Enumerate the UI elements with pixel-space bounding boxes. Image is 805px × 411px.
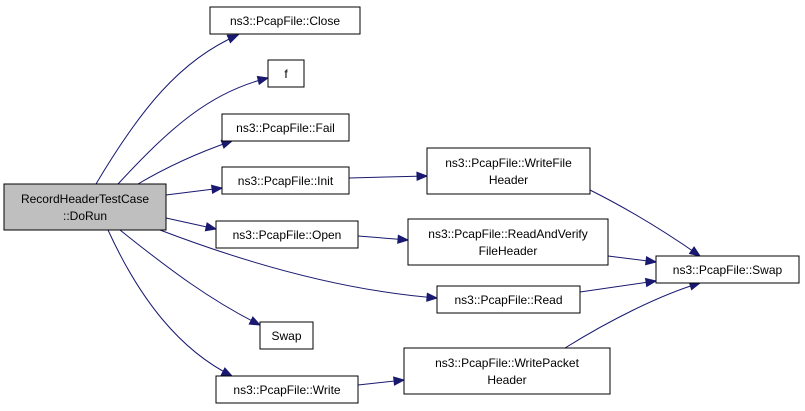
node-label: ns3::PcapFile::WriteFile xyxy=(445,156,572,170)
node-box xyxy=(426,147,591,195)
edge-read-to-swap xyxy=(579,277,658,293)
node-label: Header xyxy=(489,173,528,187)
edge-line xyxy=(348,175,428,179)
edge-root-to-open xyxy=(165,217,218,232)
node-box xyxy=(215,220,359,249)
arrow-head-icon xyxy=(426,292,439,302)
edge-writefileheader-to-swap xyxy=(589,189,702,257)
edges-layer xyxy=(95,34,702,386)
arrow-head-icon xyxy=(256,75,270,86)
edge-root-to-write xyxy=(107,229,234,377)
edge-root-to-close xyxy=(95,34,240,185)
arrow-head-icon xyxy=(226,34,240,44)
edge-line xyxy=(137,140,233,185)
node-label: FileHeader xyxy=(479,244,538,258)
edge-line xyxy=(579,280,657,293)
node-box xyxy=(209,6,361,35)
arrow-head-icon xyxy=(220,139,234,149)
arrow-head-icon xyxy=(220,367,234,377)
arrow-head-icon xyxy=(644,255,658,266)
node-read[interactable]: ns3::PcapFile::Read xyxy=(436,285,581,314)
edge-line xyxy=(95,34,239,185)
node-box xyxy=(221,166,350,195)
node-swap[interactable]: ns3::PcapFile::Swap xyxy=(655,255,800,284)
node-f[interactable]: f xyxy=(267,59,305,88)
edge-line xyxy=(159,229,438,299)
arrow-head-icon xyxy=(688,246,702,257)
edge-line xyxy=(107,229,233,377)
edge-init-to-writefileheader xyxy=(348,171,429,182)
node-fail[interactable]: ns3::PcapFile::Fail xyxy=(221,113,350,142)
node-label: ns3::PcapFile::Write xyxy=(233,383,340,397)
node-label: ns3::PcapFile::Read xyxy=(454,293,562,307)
node-label: f xyxy=(284,67,288,81)
node-label: Header xyxy=(487,373,526,387)
node-label: ns3::PcapFile::Init xyxy=(238,174,334,188)
node-box xyxy=(259,321,314,350)
edge-readandverify-to-swap xyxy=(607,255,658,266)
node-box xyxy=(221,113,350,142)
edge-root-to-read xyxy=(159,229,439,302)
edge-root-to-fail xyxy=(137,139,234,185)
node-box xyxy=(407,218,609,266)
node-box xyxy=(403,347,611,395)
node-label: Swap xyxy=(271,329,301,343)
node-box xyxy=(436,285,581,314)
node-box xyxy=(267,59,305,88)
arrow-head-icon xyxy=(204,222,218,232)
node-close[interactable]: ns3::PcapFile::Close xyxy=(209,6,361,35)
node-box xyxy=(3,183,167,231)
edge-line xyxy=(119,229,261,326)
node-box xyxy=(215,375,359,404)
edge-line xyxy=(564,282,701,349)
arrow-head-icon xyxy=(416,171,429,182)
arrow-head-icon xyxy=(644,277,658,288)
edge-root-to-init xyxy=(165,184,224,196)
node-init[interactable]: ns3::PcapFile::Init xyxy=(221,166,350,195)
arrow-head-icon xyxy=(210,184,224,195)
node-label: ::DoRun xyxy=(63,209,107,223)
nodes-layer: RecordHeaderTestCase::DoRunns3::PcapFile… xyxy=(3,6,800,404)
node-label: ns3::PcapFile::Swap xyxy=(673,263,783,277)
node-label: ns3::PcapFile::Open xyxy=(233,228,342,242)
node-swap_free[interactable]: Swap xyxy=(259,321,314,350)
node-label: RecordHeaderTestCase xyxy=(21,192,149,206)
node-write[interactable]: ns3::PcapFile::Write xyxy=(215,375,359,404)
edge-line xyxy=(589,189,701,257)
node-root[interactable]: RecordHeaderTestCase::DoRun xyxy=(3,183,167,231)
arrow-head-icon xyxy=(248,316,262,326)
edge-writepacketheader-to-swap xyxy=(564,281,702,349)
node-label: ns3::PcapFile::Close xyxy=(230,14,340,28)
edge-open-to-readandverify xyxy=(357,234,410,244)
edge-root-to-f xyxy=(117,75,270,185)
edge-write-to-writepacketheader xyxy=(357,376,406,386)
edge-line xyxy=(117,77,269,185)
edge-root-to-swap_free xyxy=(119,229,262,326)
node-label: ns3::PcapFile::ReadAndVerify xyxy=(428,227,587,241)
arrow-head-icon xyxy=(397,234,410,244)
node-box xyxy=(655,255,800,284)
node-open[interactable]: ns3::PcapFile::Open xyxy=(215,220,359,249)
node-label: ns3::PcapFile::WritePacket xyxy=(435,356,580,370)
node-label: ns3::PcapFile::Fail xyxy=(236,121,335,135)
arrow-head-icon xyxy=(393,376,406,386)
